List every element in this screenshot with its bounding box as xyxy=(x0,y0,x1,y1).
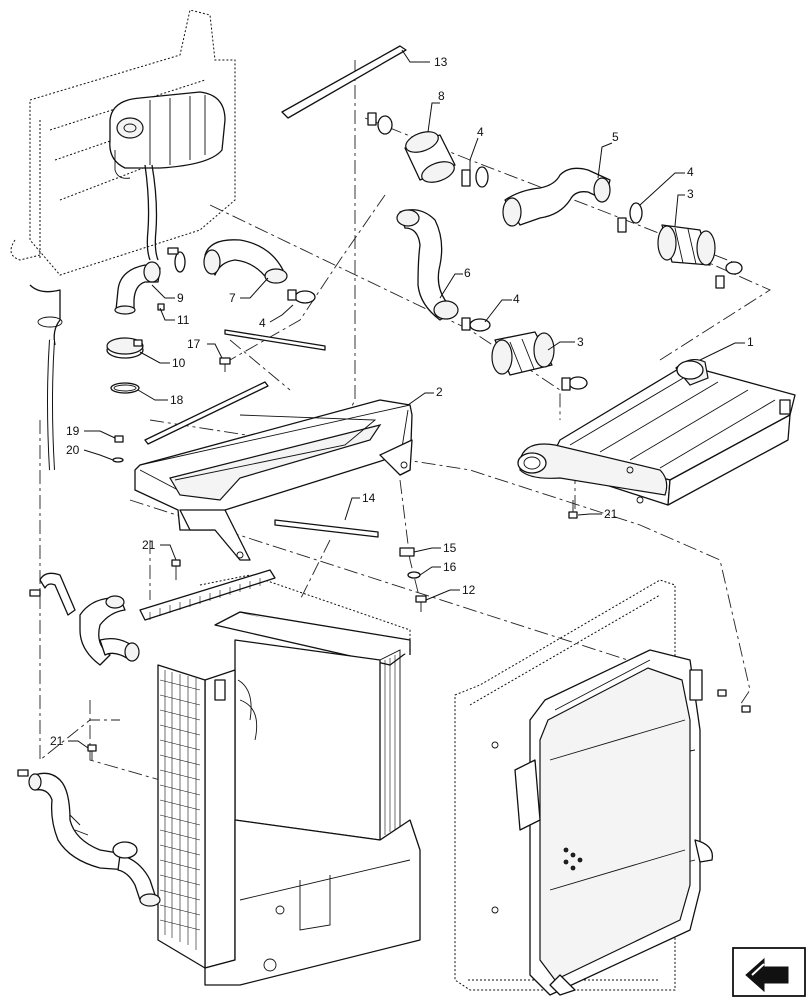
bolt-19 xyxy=(114,435,124,443)
callout-8: 8 xyxy=(438,89,445,103)
bolt-21-upper xyxy=(171,559,181,580)
callout-20: 20 xyxy=(66,443,80,457)
hose-clamp-10 xyxy=(106,337,144,359)
seal-strip-left xyxy=(144,381,269,445)
mounting-bracket-2 xyxy=(134,399,413,561)
clamp-upper-right xyxy=(617,202,643,233)
s-hose-5 xyxy=(502,167,611,227)
callout-7: 7 xyxy=(229,291,236,305)
callout-10: 10 xyxy=(172,356,186,370)
coolant-reservoir xyxy=(109,91,226,179)
callout-9: 9 xyxy=(177,291,184,305)
callout-21-cooler: 21 xyxy=(604,507,618,521)
bolt-21-cooler xyxy=(568,500,578,519)
straight-hose-8 xyxy=(404,131,456,183)
clamp-3-upper-end xyxy=(715,261,743,289)
callout-6: 6 xyxy=(464,266,471,280)
fan-shroud-label-area xyxy=(563,847,583,871)
radiator-core-fins xyxy=(159,670,201,950)
callout-5: 5 xyxy=(612,130,619,144)
seal-strip-13 xyxy=(281,45,407,119)
clamp-near-7 xyxy=(167,247,316,304)
radiator-assembly xyxy=(139,569,421,986)
clip-15 xyxy=(399,547,415,557)
seal-strip-middle xyxy=(224,329,326,351)
charge-air-cooler-1 xyxy=(517,358,796,506)
o-ring-18 xyxy=(110,382,140,394)
bolt-17 xyxy=(219,357,231,372)
callout-3-lower: 3 xyxy=(577,335,584,349)
washer-20 xyxy=(112,457,124,463)
bolt-12 xyxy=(415,595,427,612)
fan-shroud xyxy=(454,579,714,996)
overflow-hose xyxy=(29,164,159,471)
callout-13: 13 xyxy=(434,55,448,69)
callout-3-upper: 3 xyxy=(687,187,694,201)
radiator-upper-hose xyxy=(29,572,140,666)
clamp-3-lower-end xyxy=(561,376,588,391)
bolts-fan-shroud xyxy=(717,689,751,713)
callout-21-lower: 21 xyxy=(50,734,64,748)
clamp-near-8 xyxy=(367,112,489,188)
callout-15: 15 xyxy=(443,541,457,555)
washer-16 xyxy=(407,571,421,579)
callout-17: 17 xyxy=(187,337,201,351)
callout-11: 11 xyxy=(177,313,190,327)
callout-4-middle: 4 xyxy=(513,292,520,306)
elbow-hose-7 xyxy=(203,239,288,284)
callout-4-upper-right: 4 xyxy=(687,165,694,179)
callout-16: 16 xyxy=(443,560,457,574)
long-bend-hose-6 xyxy=(396,209,459,321)
callout-2: 2 xyxy=(436,385,443,399)
straight-hose-3-lower xyxy=(491,331,555,376)
elbow-hose-9 xyxy=(114,261,161,315)
callout-1: 1 xyxy=(747,335,754,349)
callout-numbers: 13 8 4 5 4 3 6 4 3 1 2 7 4 9 11 10 18 17… xyxy=(50,55,754,748)
callout-19: 19 xyxy=(66,424,80,438)
arrow-icon[interactable] xyxy=(732,947,806,997)
callout-21-upper: 21 xyxy=(142,538,156,552)
callout-14: 14 xyxy=(362,491,376,505)
callout-12: 12 xyxy=(462,583,476,597)
callout-4-left: 4 xyxy=(259,316,266,330)
straight-hose-3-upper xyxy=(657,224,716,266)
seal-strip-14 xyxy=(274,519,379,538)
callout-4-upper-left: 4 xyxy=(477,125,484,139)
clamp-near-6 xyxy=(461,317,491,332)
callout-18: 18 xyxy=(170,393,184,407)
bolt-21-lower xyxy=(87,744,97,760)
callout-leaders xyxy=(68,49,745,749)
radiator-lower-hose xyxy=(17,769,161,907)
